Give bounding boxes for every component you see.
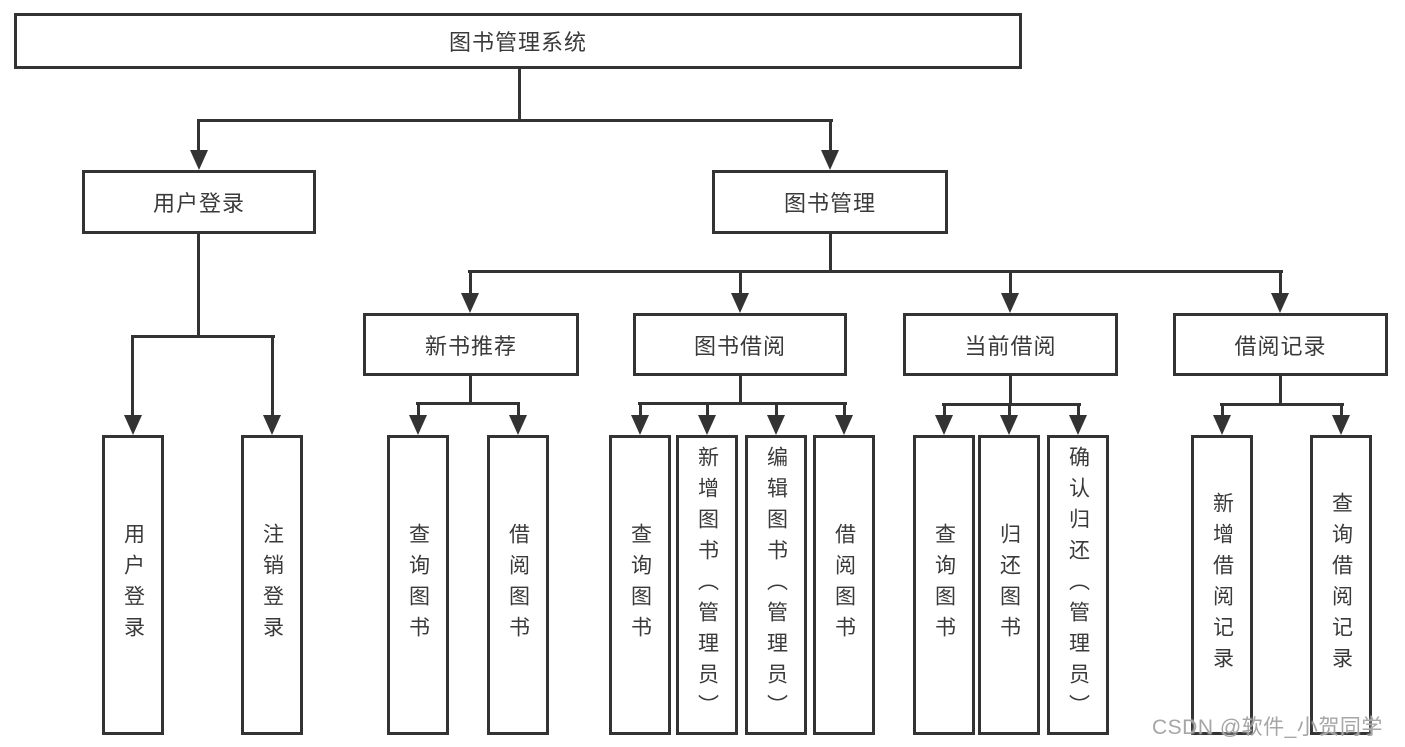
arrowhead-leaf [698,415,716,435]
edge-to-leaf [843,402,846,416]
arrowhead-leaf [767,415,785,435]
leaf-label: 注销登录 [260,523,284,647]
leaf-add-book-admin: 新增图书（管理员） [676,435,738,735]
leaf-label: 借阅图书 [506,523,530,647]
edge-to-new-book [469,270,472,295]
edge-borrow-record-stem [1279,374,1282,406]
leaf-label: 用户登录 [121,523,145,647]
node-borrowing-records: 借阅记录 [1173,313,1388,376]
node-label: 用户登录 [152,191,245,216]
leaf-query-book-borrow: 查询图书 [609,435,671,735]
leaf-add-borrow-record: 新增借阅记录 [1191,435,1253,735]
leaf-return-book: 归还图书 [978,435,1040,735]
edge-to-leaf [639,402,642,416]
leaf-query-book-current: 查询图书 [913,435,975,735]
arrowhead-borrow-record [1271,293,1289,313]
edge-current-borrow-stem [1009,374,1012,406]
leaf-edit-book-admin: 编辑图书（管理员） [745,435,807,735]
leaf-query-book-recommend: 查询图书 [387,435,449,735]
arrowhead-book-borrow [731,293,749,313]
edge-to-leaf [775,402,778,416]
leaf-label: 借阅图书 [832,523,856,647]
edge-to-leaf [1008,403,1011,416]
node-new-book-recommend: 新书推荐 [363,313,579,376]
edge-book-management-stem [829,232,832,273]
edge-to-book-management [829,119,832,150]
node-book-management: 图书管理 [712,170,948,234]
edge-to-leaf [1221,403,1224,416]
node-label: 借阅记录 [1234,333,1327,359]
leaf-label: 编辑图书（管理员） [764,445,788,725]
edge-new-book-stem [469,374,472,405]
node-label: 当前借阅 [964,333,1057,359]
edge-to-borrow-record [1279,270,1282,295]
node-book-borrowing: 图书借阅 [633,313,847,376]
leaf-borrow-book: 借阅图书 [813,435,875,735]
csdn-watermark: CSDN @软件_小贺同学 [1152,716,1383,739]
arrowhead-leaf [1069,415,1087,435]
arrowhead-leaf [1213,415,1231,435]
node-current-borrowing: 当前借阅 [903,313,1118,376]
leaf-label: 查询图书 [406,523,430,647]
node-library-management-system: 图书管理系统 [14,13,1022,69]
edge-current-borrow-bar [942,403,1081,406]
edge-root-stem [518,68,521,120]
leaf-confirm-return-admin: 确认归还（管理员） [1047,435,1109,735]
edge-new-book-bar [416,402,520,405]
arrowhead-leaf [1000,415,1018,435]
edge-to-leaf [417,402,420,416]
leaf-user-login: 用户登录 [102,435,164,735]
edge-to-leaf-login [131,335,134,416]
edge-to-leaf-logout [271,335,274,416]
arrowhead-book-management [821,150,839,170]
leaf-label: 查询借阅记录 [1329,492,1353,678]
arrowhead-leaf [631,415,649,435]
edge-to-leaf [1340,403,1343,416]
node-user-login: 用户登录 [82,170,316,234]
arrowhead-new-book [461,293,479,313]
arrowhead-leaf [1332,415,1350,435]
leaf-label: 归还图书 [997,523,1021,647]
node-label: 新书推荐 [424,333,517,359]
edge-to-user-login [197,119,200,150]
leaf-borrow-book-recommend: 借阅图书 [487,435,549,735]
arrowhead-leaf [835,415,853,435]
edge-level2-bar [197,119,833,122]
leaf-label: 新增借阅记录 [1210,492,1234,678]
edge-to-current-borrow [1009,270,1012,295]
edge-book-borrow-bar [638,402,847,405]
leaf-label: 新增图书（管理员） [695,445,719,725]
node-label: 图书借阅 [693,333,786,359]
edge-user-login-bar [131,335,275,338]
leaf-logout: 注销登录 [241,435,303,735]
edge-to-leaf [943,403,946,416]
edge-user-login-stem [197,232,200,338]
leaf-label: 查询图书 [628,523,652,647]
edge-book-borrow-stem [739,374,742,405]
edge-to-book-borrow [739,270,742,295]
arrowhead-user-login [190,150,208,170]
leaf-query-borrow-record: 查询借阅记录 [1310,435,1372,735]
arrowhead-leaf-logout [263,415,281,435]
arrowhead-current-borrow [1001,293,1019,313]
leaf-label: 查询图书 [932,523,956,647]
arrowhead-leaf [409,415,427,435]
edge-to-leaf [1077,403,1080,416]
node-label: 图书管理系统 [448,30,587,55]
edge-level3-bar [468,270,1283,273]
leaf-label: 确认归还（管理员） [1066,445,1090,725]
edge-to-leaf [706,402,709,416]
arrowhead-leaf [509,415,527,435]
arrowhead-leaf [935,415,953,435]
node-label: 图书管理 [783,191,876,216]
edge-borrow-record-bar [1220,403,1344,406]
edge-to-leaf [517,402,520,416]
arrowhead-leaf-login [124,415,142,435]
